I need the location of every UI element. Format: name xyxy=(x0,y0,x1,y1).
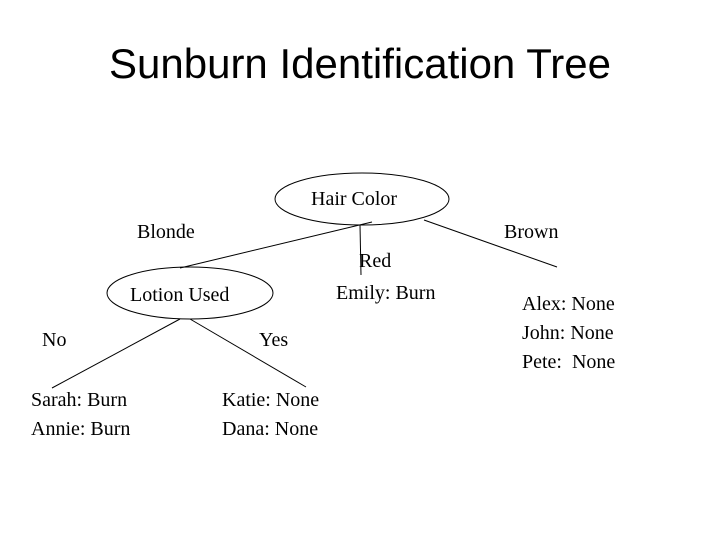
branch-brown-label: Brown xyxy=(504,221,559,243)
no-leaf-item: Annie: Burn xyxy=(31,418,131,440)
brown-leaf-item: Alex: None xyxy=(522,293,615,315)
edge-no xyxy=(51,318,181,389)
yes-leaf-item: Katie: None xyxy=(222,389,320,411)
hair-color-node xyxy=(274,172,450,226)
slide-title: Sunburn Identification Tree xyxy=(109,40,611,87)
edge-blonde xyxy=(179,221,373,269)
edge-yes xyxy=(189,318,307,388)
branch-blonde-label: Blonde xyxy=(137,221,195,243)
no-leaf-item: Sarah: Burn xyxy=(31,389,128,411)
branch-no-label: No xyxy=(42,329,67,351)
yes-leaf-item: Dana: None xyxy=(222,418,319,440)
brown-leaf-item: Pete: None xyxy=(522,351,616,373)
edge-brown xyxy=(423,219,558,268)
edge-red xyxy=(359,224,362,276)
brown-leaf-item: John: None xyxy=(522,322,614,344)
branch-yes-label: Yes xyxy=(259,329,289,351)
root-label: Hair Color xyxy=(311,188,398,210)
branch-red-label: Red xyxy=(359,250,392,272)
lotion-node-label: Lotion Used xyxy=(130,284,230,306)
red-leaf-item: Emily: Burn xyxy=(336,282,436,304)
